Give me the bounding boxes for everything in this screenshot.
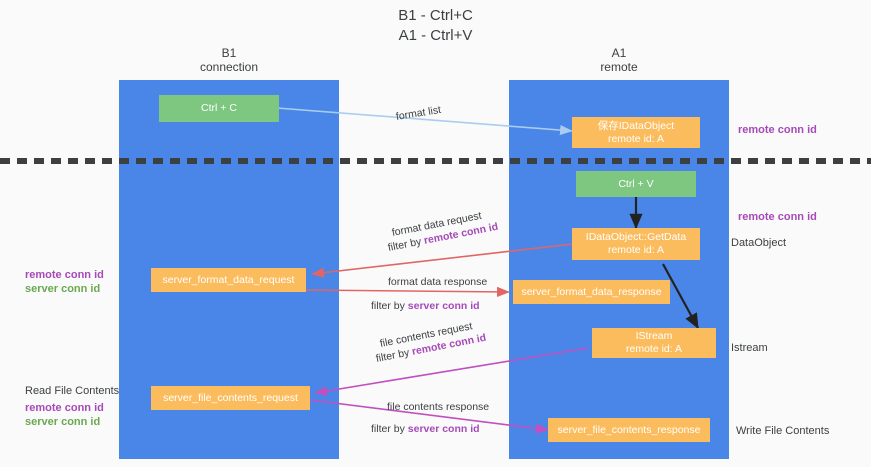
- node-istream[interactable]: IStream remote id: A: [592, 328, 716, 358]
- annotation-dataobject: DataObject: [731, 237, 787, 249]
- column-header-a1: A1 remote: [600, 46, 638, 74]
- edge-label-file-contents-response-line1: file contents response: [387, 401, 490, 413]
- annotation-remote-conn-id-mid: remote conn id: [738, 211, 817, 223]
- edge-label-format-data-response-line1: format data response: [388, 276, 488, 288]
- edge-label-file-contents-response-line2: filter by server conn id: [371, 422, 480, 436]
- annotation-left-server-conn-id-format: server conn id: [25, 283, 101, 295]
- node-save-idataobject[interactable]: 保存IDataObject remote id: A: [572, 117, 700, 148]
- annotation-left-remote-conn-id-format: remote conn id: [25, 269, 104, 281]
- edge-label-format-data-response-line2: filter by server conn id: [371, 299, 480, 313]
- annotation-read-file-contents: Read File Contents: [25, 385, 120, 397]
- node-server-format-data-response[interactable]: server_format_data_response: [513, 280, 670, 304]
- phase-divider: [0, 158, 871, 164]
- node-idataobject-getdata[interactable]: IDataObject::GetData remote id: A: [572, 228, 700, 260]
- node-server-file-contents-response[interactable]: server_file_contents_response: [548, 418, 710, 442]
- annotation-remote-conn-id-top: remote conn id: [738, 124, 817, 136]
- edge-label-format-list: format list: [395, 103, 442, 123]
- edge-label-highlight: server conn id: [407, 300, 480, 312]
- edge-label-prefix: filter by: [371, 300, 408, 312]
- edge-label-prefix: filter by: [371, 423, 408, 435]
- node-ctrl-c[interactable]: Ctrl + C: [159, 95, 279, 122]
- column-header-b1: B1 connection: [199, 46, 259, 74]
- node-ctrl-v[interactable]: Ctrl + V: [576, 171, 696, 197]
- node-server-format-data-request[interactable]: server_format_data_request: [151, 268, 306, 292]
- diagram-title: B1 - Ctrl+C A1 - Ctrl+V: [398, 7, 473, 44]
- annotation-write-file-contents: Write File Contents: [736, 425, 830, 437]
- node-server-file-contents-request[interactable]: server_file_contents_request: [151, 386, 310, 410]
- annotation-left-remote-conn-id-file: remote conn id: [25, 402, 104, 414]
- annotation-istream: Istream: [731, 342, 768, 354]
- annotation-left-server-conn-id-file: server conn id: [25, 416, 101, 428]
- edge-label-highlight: server conn id: [407, 423, 480, 435]
